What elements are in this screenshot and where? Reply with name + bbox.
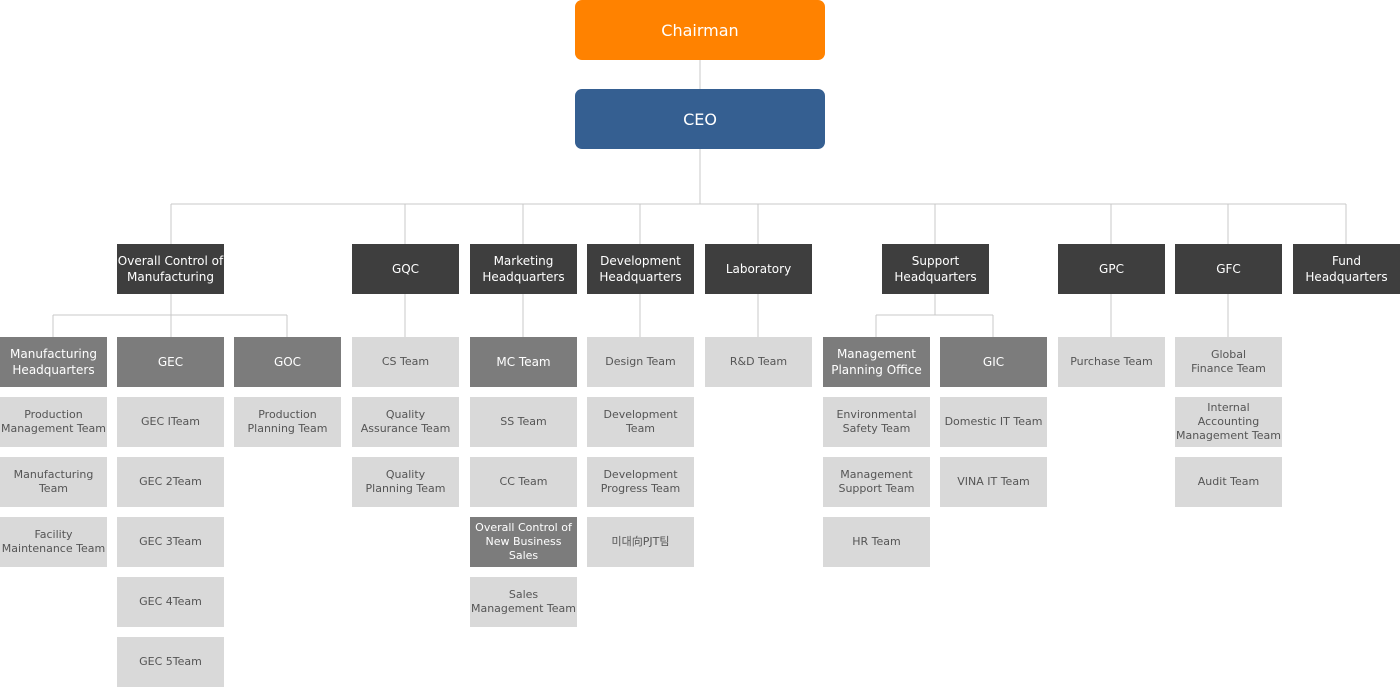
team-box: GEC 4Team	[117, 577, 224, 627]
team-box: Production Planning Team	[234, 397, 341, 447]
team-box: Development Team	[587, 397, 694, 447]
team-box: 미대向PJT팀	[587, 517, 694, 567]
unit-new-business-sales: Overall Control of New Business Sales	[470, 517, 577, 567]
team-box: Management Support Team	[823, 457, 930, 507]
unit-management-planning-office: Management Planning Office	[823, 337, 930, 387]
team-box: R&D Team	[705, 337, 812, 387]
team-box: HR Team	[823, 517, 930, 567]
team-box: Sales Management Team	[470, 577, 577, 627]
team-box: GEC ITeam	[117, 397, 224, 447]
team-box: Audit Team	[1175, 457, 1282, 507]
team-box: Internal Accounting Management Team	[1175, 397, 1282, 447]
division-laboratory: Laboratory	[705, 244, 812, 294]
division-manufacturing: Overall Control of Manufacturing	[117, 244, 224, 294]
team-box: Production Management Team	[0, 397, 107, 447]
unit-manufacturing-hq: Manufacturing Headquarters	[0, 337, 107, 387]
team-box: GEC 3Team	[117, 517, 224, 567]
division-development: Development Headquarters	[587, 244, 694, 294]
team-box: Purchase Team	[1058, 337, 1165, 387]
division-gqc: GQC	[352, 244, 459, 294]
team-box: VINA IT Team	[940, 457, 1047, 507]
chairman-box: Chairman	[575, 0, 825, 60]
team-box: CC Team	[470, 457, 577, 507]
team-box: Development Progress Team	[587, 457, 694, 507]
team-box: Facility Maintenance Team	[0, 517, 107, 567]
team-box: Environmental Safety Team	[823, 397, 930, 447]
unit-gec: GEC	[117, 337, 224, 387]
team-box: Domestic IT Team	[940, 397, 1047, 447]
division-gfc: GFC	[1175, 244, 1282, 294]
division-marketing: Marketing Headquarters	[470, 244, 577, 294]
team-box: Global Finance Team	[1175, 337, 1282, 387]
division-fund: Fund Headquarters	[1293, 244, 1400, 294]
team-box: Quality Assurance Team	[352, 397, 459, 447]
team-box: Manufacturing Team	[0, 457, 107, 507]
team-box: Design Team	[587, 337, 694, 387]
team-box: SS Team	[470, 397, 577, 447]
division-support: Support Headquarters	[882, 244, 989, 294]
team-box: CS Team	[352, 337, 459, 387]
team-box: Quality Planning Team	[352, 457, 459, 507]
unit-gic: GIC	[940, 337, 1047, 387]
team-box: GEC 2Team	[117, 457, 224, 507]
team-box: GEC 5Team	[117, 637, 224, 687]
unit-goc: GOC	[234, 337, 341, 387]
division-gpc: GPC	[1058, 244, 1165, 294]
unit-mc-team: MC Team	[470, 337, 577, 387]
ceo-box: CEO	[575, 89, 825, 149]
